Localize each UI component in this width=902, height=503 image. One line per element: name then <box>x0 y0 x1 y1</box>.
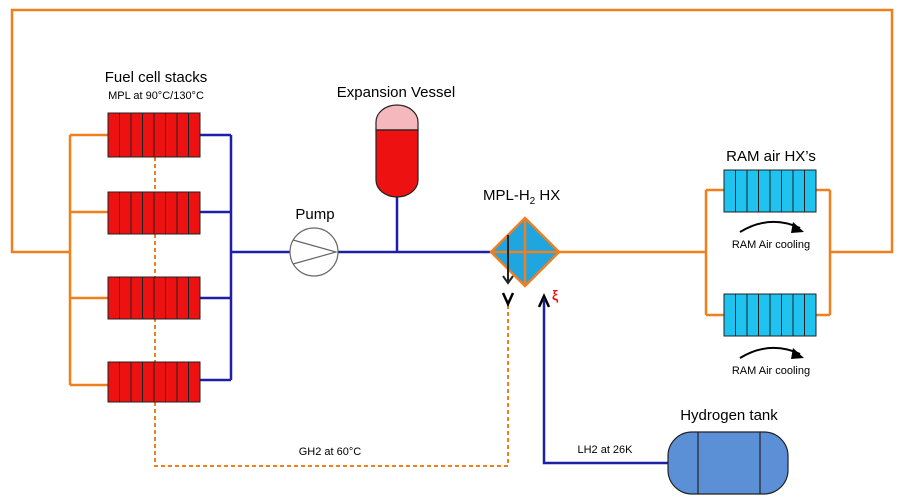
ram-cooling-label-2: RAM Air cooling <box>732 365 810 377</box>
fuel-cell-stack-4 <box>107 361 201 403</box>
heat-symbol: ξ <box>552 287 559 303</box>
hydrogen-tank <box>667 431 789 495</box>
mpl-h2-heat-exchanger <box>489 216 561 288</box>
ram-air-hx-1 <box>723 169 817 213</box>
gh2-line <box>154 305 509 467</box>
expansion-vessel-label: Expansion Vessel <box>337 84 455 101</box>
fuel-cell-subtitle: MPL at 90°C/130°C <box>108 90 204 102</box>
hx-label: MPL-H2 HX <box>483 187 560 207</box>
ram-cooling-arrow-2 <box>739 346 804 359</box>
hydrogen-tank-label: Hydrogen tank <box>680 407 778 424</box>
gh2-outflow-arrow <box>501 292 515 308</box>
ram-cooling-label-1: RAM Air cooling <box>732 239 810 251</box>
pump-label: Pump <box>295 206 334 223</box>
fuel-cell-stack-2 <box>107 191 201 235</box>
lh2-inflow-arrow <box>537 292 551 308</box>
pump <box>289 227 339 277</box>
fuel-cell-stack-1 <box>107 112 201 158</box>
gh2-label: GH2 at 60°C <box>299 446 362 458</box>
outer-coolant-loop <box>10 8 894 254</box>
expansion-vessel <box>375 104 419 198</box>
ram-cooling-arrow-1 <box>739 220 804 233</box>
fuel-cell-title: Fuel cell stacks <box>105 69 208 86</box>
fuel-cell-feed-manifold <box>200 133 233 382</box>
ram-title: RAM air HX’s <box>726 148 816 165</box>
ram-hx-manifolds <box>704 188 832 317</box>
ram-air-hx-2 <box>723 293 817 337</box>
lh2-line <box>542 300 668 465</box>
fuel-cell-return-manifold <box>68 133 108 387</box>
fuel-cell-stack-3 <box>107 276 201 320</box>
lh2-label: LH2 at 26K <box>577 444 633 456</box>
